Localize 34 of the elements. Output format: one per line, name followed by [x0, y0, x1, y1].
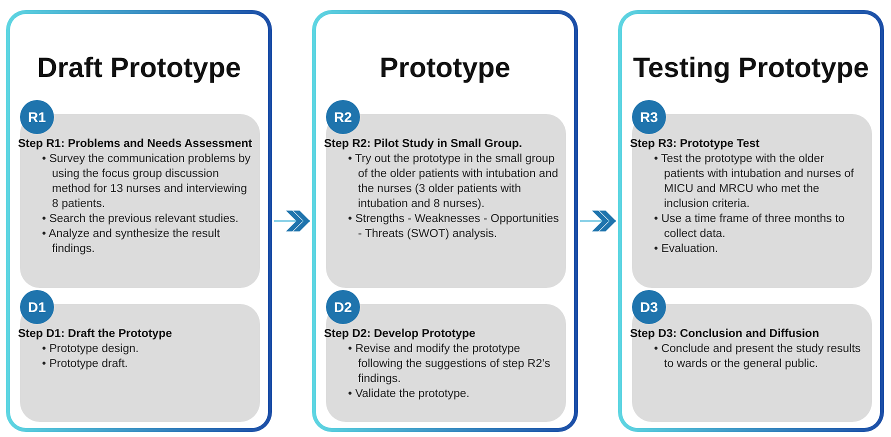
step-heading: Step R1: Problems and Needs Assessment	[18, 138, 254, 150]
bullet-item: • Use a time frame of three months to collect data.	[654, 212, 846, 242]
step-heading: Step R3: Prototype Test	[630, 138, 760, 150]
step-heading: Step R2: Pilot Study in Small Group.	[324, 138, 524, 150]
panel-title: Testing Prototype	[632, 52, 870, 84]
step-number: R2	[326, 100, 360, 134]
step-number: D2	[326, 290, 360, 324]
bullet-item: • Evaluation.	[654, 242, 720, 257]
bullet-item: • Test the prototype with the older patients with intubation and nurses of MICU and MRCU who met the inclusion criteria.	[654, 152, 855, 212]
bullet-item: • Analyze and synthesize the result findings.	[42, 227, 221, 257]
bullet-item: • Try out the prototype in the small group of the older patients with intubation and the nurses (3 older patients with intubation and 8 nurses).	[348, 152, 560, 212]
step-card	[632, 304, 872, 422]
step-card	[326, 114, 566, 288]
panel-title: Draft Prototype	[36, 52, 242, 84]
panel-title: Prototype	[378, 52, 512, 84]
step-number: D3	[632, 290, 666, 324]
bullet-item: • Strengths - Weaknesses - Opportunities - Threats (SWOT) analysis.	[348, 212, 560, 242]
step-heading: Step D2: Develop Prototype	[324, 328, 476, 340]
bullet-item: • Revise and modify the prototype following the suggestions of step R2’s findings.	[348, 342, 552, 387]
step-number: D1	[20, 290, 54, 324]
bullet-item: • Survey the communication problems by using the focus group discussion method for 13 nurses and interviewing 8 patients.	[42, 152, 252, 212]
step-card	[20, 304, 260, 422]
step-number: R3	[632, 100, 666, 134]
bullet-item: • Prototype design.	[42, 342, 140, 357]
step-number: R1	[20, 100, 54, 134]
bullet-item: • Conclude and present the study results to wards or the general public.	[654, 342, 862, 372]
step-card	[326, 304, 566, 422]
bullet-item: • Prototype draft.	[42, 357, 129, 372]
step-card	[20, 114, 260, 288]
step-heading: Step D3: Conclusion and Diffusion	[630, 328, 820, 340]
step-heading: Step D1: Draft the Prototype	[18, 328, 173, 340]
bullet-item: • Search the previous relevant studies.	[42, 212, 240, 227]
step-card	[632, 114, 872, 288]
bullet-item: • Validate the prototype.	[348, 387, 470, 402]
